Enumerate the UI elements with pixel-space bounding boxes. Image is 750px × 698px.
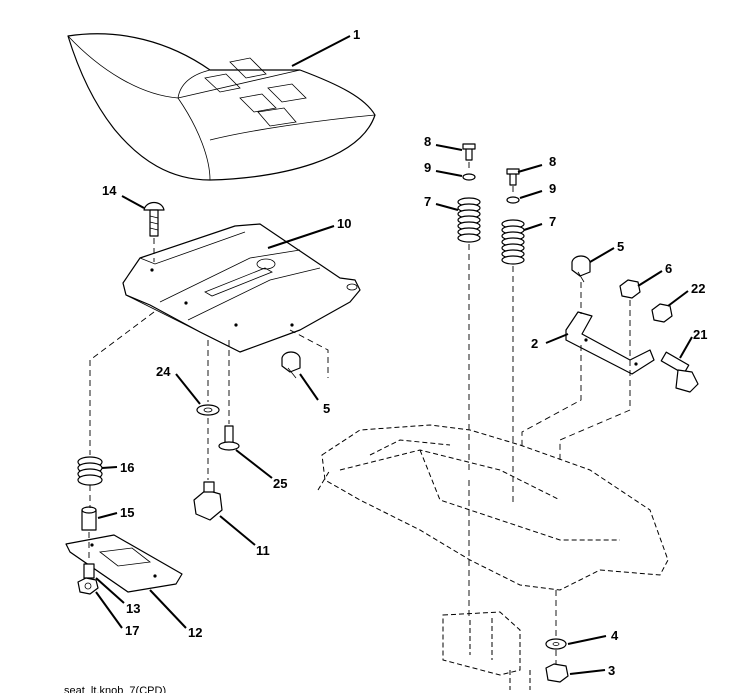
carriage-bolt (143, 201, 165, 237)
bolt-21 (660, 351, 699, 393)
callout-1: 1 (353, 27, 360, 42)
bolt-3 (545, 663, 569, 683)
screw-8-a (462, 143, 476, 161)
callout-14: 14 (102, 183, 117, 198)
washer-24 (196, 404, 220, 416)
callout-5b: 5 (617, 239, 624, 254)
callout-2: 2 (531, 336, 538, 351)
washer-9-b (506, 196, 520, 204)
callout-10: 10 (337, 216, 351, 231)
callout-6: 6 (665, 261, 672, 276)
callout-11: 11 (256, 543, 270, 558)
nut-17 (77, 577, 99, 595)
bushing (81, 506, 97, 531)
bracket-2 (565, 311, 655, 375)
nut-22 (651, 303, 673, 323)
callout-numbers: 1 14 10 8 9 7 8 9 7 5 6 22 2 21 5 24 25 … (102, 27, 707, 678)
callout-21: 21 (693, 327, 707, 342)
spring-7-b (501, 219, 525, 265)
adjust-plate (65, 534, 183, 593)
leader-lines (95, 35, 693, 675)
callout-16: 16 (120, 460, 134, 475)
callout-9b: 9 (549, 181, 556, 196)
callout-22: 22 (691, 281, 705, 296)
callout-15: 15 (120, 505, 134, 520)
callout-17: 17 (125, 623, 139, 638)
callout-5a: 5 (323, 401, 330, 416)
callout-8a: 8 (424, 134, 431, 149)
fender-ghost (317, 424, 669, 690)
callout-3: 3 (608, 663, 615, 678)
knob-11 (193, 481, 223, 521)
assembly-lines (88, 162, 631, 664)
lower-spring (77, 456, 103, 486)
callout-8b: 8 (549, 154, 556, 169)
callout-13: 13 (126, 601, 140, 616)
callout-25: 25 (273, 476, 287, 491)
callout-4: 4 (611, 628, 619, 643)
seat-pan (122, 223, 361, 353)
spring-7-a (457, 197, 481, 243)
screw-8-b (506, 168, 520, 186)
bolt-13 (83, 563, 95, 579)
callout-9a: 9 (424, 160, 431, 175)
callout-24: 24 (156, 364, 171, 379)
callout-7b: 7 (549, 214, 556, 229)
washer-9-a (462, 173, 476, 181)
seat (67, 33, 376, 181)
nut-6 (619, 279, 641, 299)
clip-5-right (571, 255, 591, 283)
clip-5-left (281, 351, 301, 379)
washer-4 (545, 638, 567, 650)
footer-caption: seat_lt.knob_7(CPD) (64, 685, 166, 693)
callout-7a: 7 (424, 194, 431, 209)
screw-25 (218, 425, 240, 451)
callout-12: 12 (188, 625, 202, 640)
